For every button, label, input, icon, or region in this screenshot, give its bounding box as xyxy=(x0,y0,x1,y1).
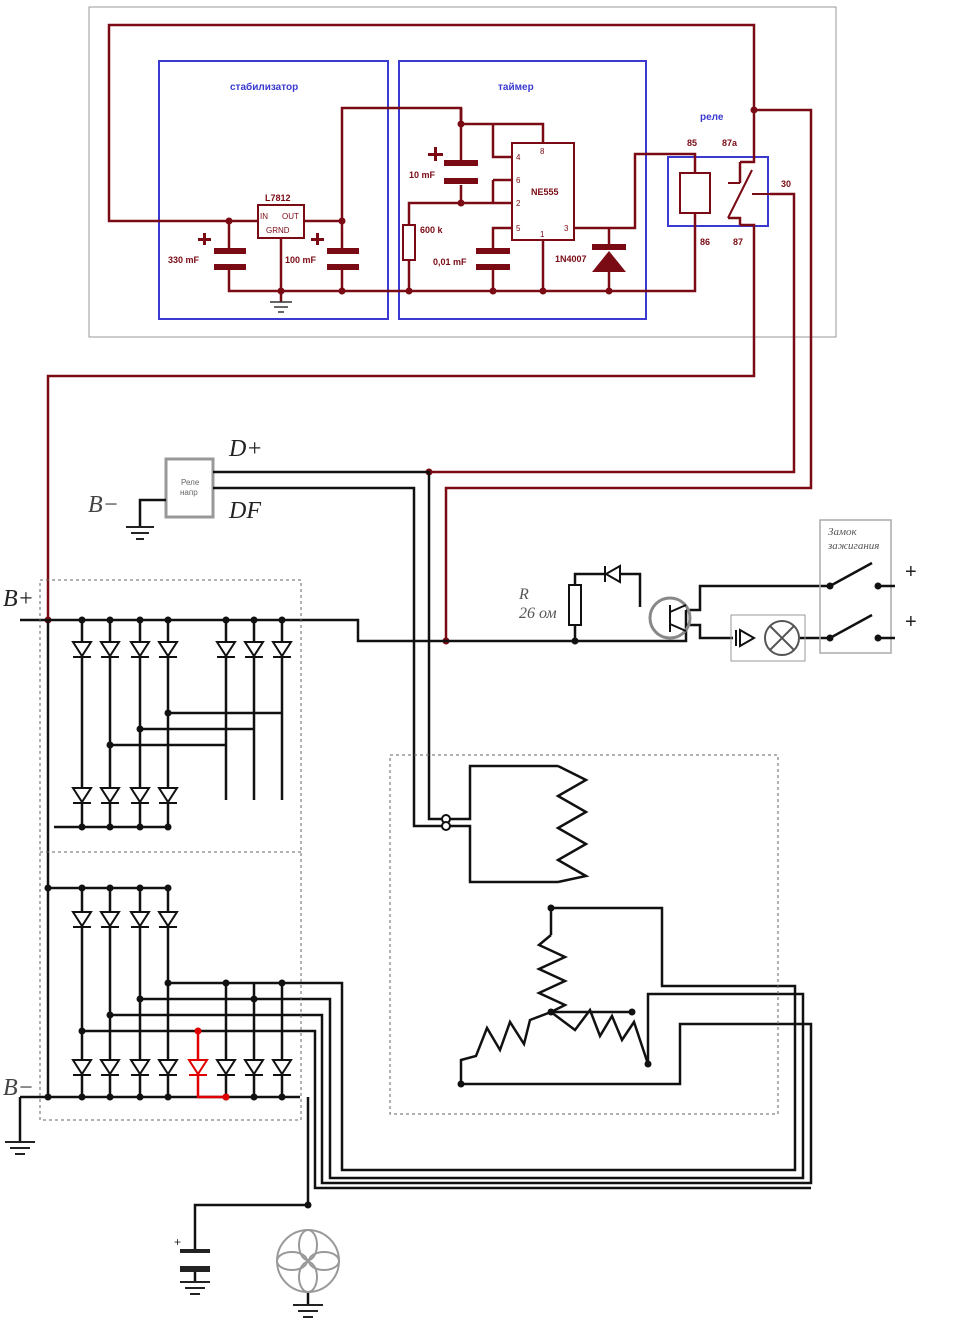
relay-30-label: 30 xyxy=(781,179,791,189)
reg-out-label: OUT xyxy=(282,212,299,221)
df-label: DF xyxy=(228,498,261,524)
c001-label: 0,01 mF xyxy=(433,257,467,267)
ignition-terminals xyxy=(826,582,882,642)
capacitor-001 xyxy=(476,248,510,270)
pin5-label: 5 xyxy=(516,224,521,233)
highlighted-diode xyxy=(196,1031,226,1099)
relay-86-label: 86 xyxy=(700,237,710,247)
ne555-label: NE555 xyxy=(531,187,559,197)
regulator-label-2: напр xyxy=(180,488,198,497)
c330-label: 330 mF xyxy=(168,255,200,265)
l7812-label: L7812 xyxy=(265,193,291,203)
stabilizer-block xyxy=(158,60,389,320)
diode-label: 1N4007 xyxy=(555,254,587,264)
pin4-label: 4 xyxy=(516,153,521,162)
module-frame xyxy=(88,6,837,338)
rectifier-diodes xyxy=(71,564,757,1076)
reg-gnd-label: GRND xyxy=(266,226,290,235)
reg-in-label: IN xyxy=(260,212,268,221)
regulator-label-1: Реле xyxy=(181,478,200,487)
bottom-capacitor xyxy=(180,1249,210,1272)
ignition-switch xyxy=(829,561,895,640)
c100-label: 100 mF xyxy=(285,255,317,265)
ignition-label-1: Замок xyxy=(828,526,857,538)
relay-87-label: 87 xyxy=(733,237,743,247)
d-plus-label: D+ xyxy=(228,436,263,462)
dashed-frames xyxy=(39,579,779,1121)
relay-label: реле xyxy=(700,112,724,123)
pin1-label: 1 xyxy=(540,230,545,239)
resistor-600k xyxy=(402,224,416,261)
alternator-grounds xyxy=(5,526,323,1318)
ne555-ic xyxy=(511,142,575,241)
l7812-regulator xyxy=(257,204,305,239)
capacitor-10 xyxy=(428,147,478,184)
r600-label: 600 k xyxy=(420,225,444,235)
pin2-label: 2 xyxy=(516,199,521,208)
indicator-lamp xyxy=(764,620,800,656)
module-ground xyxy=(270,301,292,313)
pin6-label: 6 xyxy=(516,176,521,185)
timer-label: таймер xyxy=(498,82,534,93)
plus-label-1: + xyxy=(905,561,917,583)
capacitor-100 xyxy=(311,233,359,270)
module-junctions xyxy=(44,106,758,645)
b-plus-label: B+ xyxy=(3,586,34,612)
module-wiring xyxy=(46,23,813,641)
bottom-load-symbol xyxy=(276,1229,340,1293)
stabilizer-label: стабилизатор xyxy=(230,81,298,93)
diode-1n4007 xyxy=(592,244,626,272)
pin8-label: 8 xyxy=(540,147,545,156)
timer-block xyxy=(398,60,647,320)
relay-contact xyxy=(727,169,753,219)
resistor-r-label: R xyxy=(518,586,529,603)
relay-85-label: 85 xyxy=(687,138,697,148)
plus-label-2: + xyxy=(905,611,917,633)
pin3-label: 3 xyxy=(564,224,569,233)
resistor-value-label: 26 ом xyxy=(519,605,557,622)
ignition-label-2: зажигания xyxy=(827,540,879,552)
relay-87a-label: 87a xyxy=(722,138,738,148)
c10-label: 10 mF xyxy=(409,170,436,180)
indicator-lamp-box xyxy=(730,614,806,662)
capacitor-330 xyxy=(198,233,246,270)
indicator-relay xyxy=(648,596,692,640)
relay-block xyxy=(667,156,769,227)
relay-coil xyxy=(679,172,711,214)
b-minus-top-label: B− xyxy=(88,492,119,518)
cap-plus-label: + xyxy=(174,1235,181,1249)
